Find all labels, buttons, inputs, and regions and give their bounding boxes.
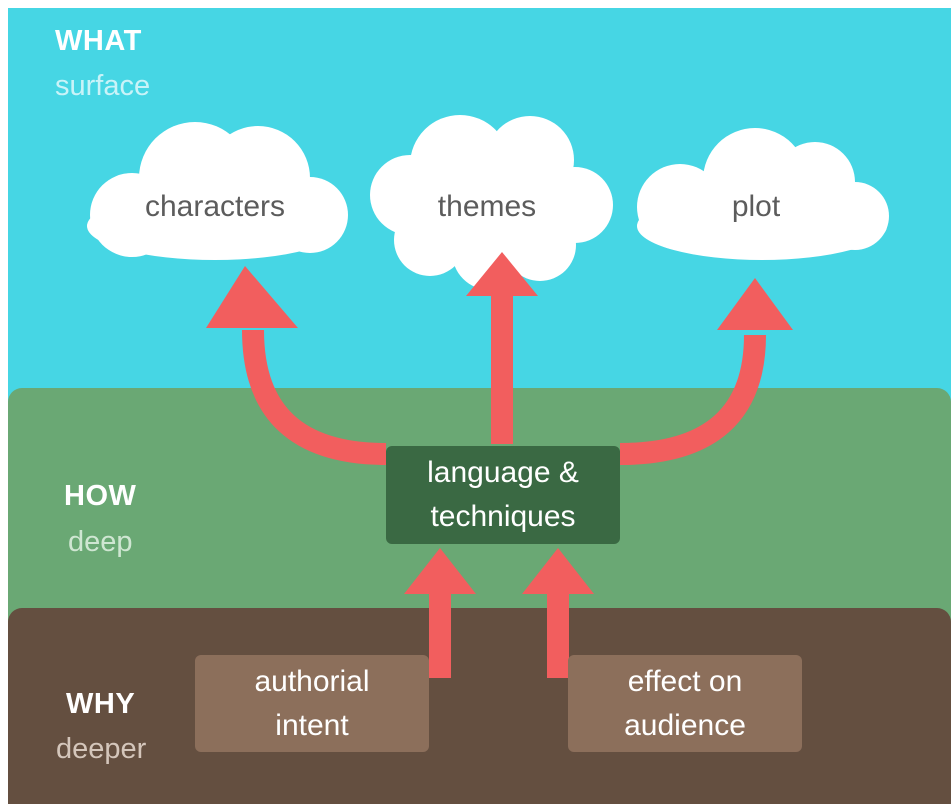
effect-on-audience-box: effect on audience	[568, 655, 802, 752]
language-techniques-line2: techniques	[430, 500, 576, 533]
arrowhead-plot	[717, 278, 793, 330]
arrow-to-plot	[619, 334, 766, 465]
tier-how-title: HOW	[64, 480, 137, 512]
effect-on-audience-line1: effect on	[627, 664, 743, 698]
arrowhead-themes	[466, 252, 538, 296]
cloud-label-themes: themes	[437, 190, 537, 223]
effect-on-audience-line2: audience	[624, 708, 746, 742]
tier-what-title: WHAT	[55, 25, 142, 57]
authorial-intent-line1: authorial	[254, 664, 370, 698]
tier-what-subtitle: surface	[55, 70, 151, 102]
arrowhead-audience	[522, 548, 594, 594]
language-techniques-line1: language &	[427, 456, 579, 489]
language-techniques-box: language & techniques	[386, 446, 620, 544]
cloud-plot	[637, 128, 889, 260]
authorial-intent-line2: intent	[275, 708, 349, 742]
authorial-intent-box: authorial intent	[195, 655, 429, 752]
arrows	[242, 292, 766, 678]
cloud-themes	[370, 115, 613, 290]
arrowhead-characters	[206, 266, 298, 328]
tier-how-subtitle: deep	[68, 526, 133, 558]
arrow-to-characters	[242, 329, 387, 465]
cloud-label-plot: plot	[731, 190, 781, 223]
tier-why-title: WHY	[66, 688, 136, 720]
cloud-characters	[87, 122, 348, 260]
arrowhead-authorial	[404, 548, 476, 594]
arrowheads	[206, 252, 793, 594]
tier-why-subtitle: deeper	[56, 733, 147, 765]
cloud-label-characters: characters	[144, 190, 286, 223]
